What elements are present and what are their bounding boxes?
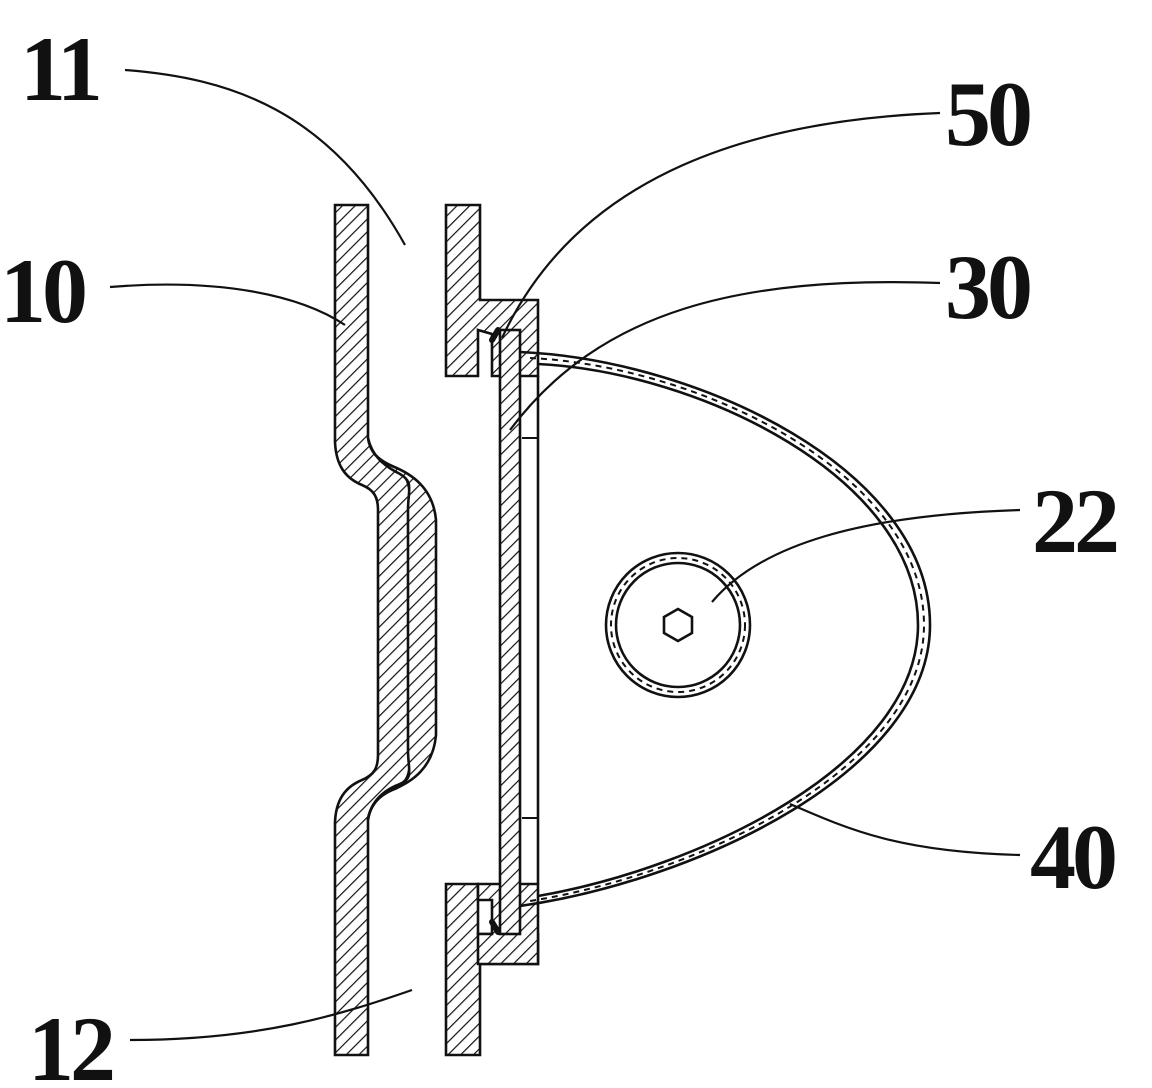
callout-30: 30 xyxy=(945,236,1030,338)
callout-12: 12 xyxy=(28,998,113,1088)
shaft-ring-outer xyxy=(604,551,752,699)
pipe-body-left-wall xyxy=(333,203,412,1057)
reflector-shell-dash xyxy=(529,357,926,902)
shaft-hex-core xyxy=(662,607,694,643)
pipe-body-bulge-wall xyxy=(366,437,438,821)
seal-ring-lower xyxy=(489,919,501,935)
shaft-ring-dash xyxy=(610,557,746,693)
pipe-body-right-wall-upper xyxy=(444,203,540,378)
valve-plate xyxy=(498,328,522,936)
leader-11 xyxy=(124,68,406,246)
reflector-shell-outer xyxy=(519,350,932,908)
leader-12 xyxy=(129,988,413,1042)
leader-22 xyxy=(711,508,1021,603)
callout-22: 22 xyxy=(1032,470,1117,572)
leader-40 xyxy=(789,802,1021,857)
shaft-ring-inner xyxy=(614,561,742,689)
reflector-shell-inner xyxy=(537,362,920,898)
leader-10 xyxy=(109,283,346,326)
callout-40: 40 xyxy=(1030,806,1115,908)
callout-11: 11 xyxy=(20,18,99,120)
leader-30 xyxy=(509,281,941,431)
callout-10: 10 xyxy=(0,240,85,342)
leader-50 xyxy=(501,111,941,339)
callout-50: 50 xyxy=(945,63,1030,165)
seal-ring-upper xyxy=(489,327,501,343)
